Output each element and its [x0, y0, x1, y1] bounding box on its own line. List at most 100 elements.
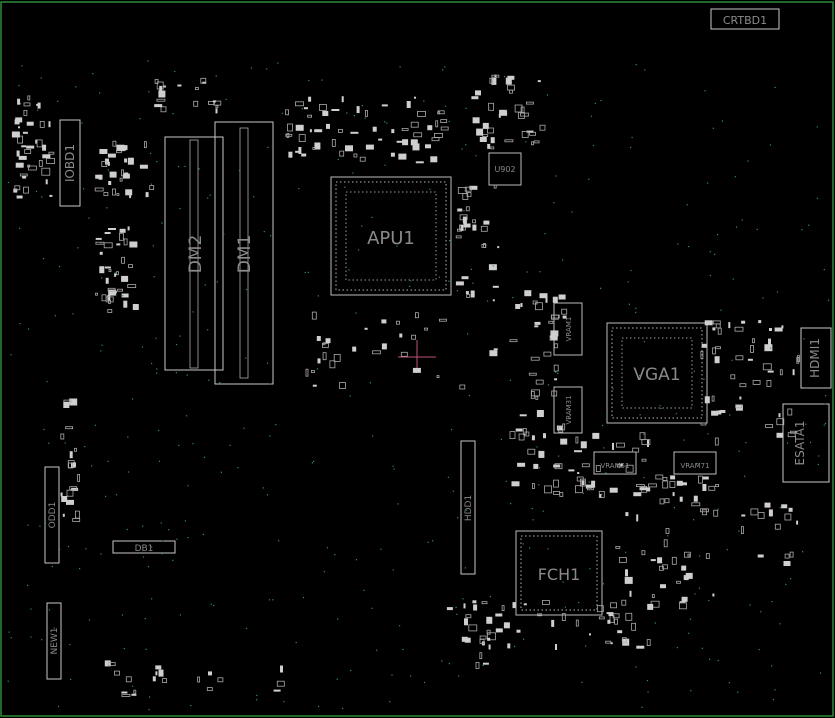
via [156, 161, 158, 163]
smd-part [553, 490, 560, 495]
smd-part [337, 128, 343, 133]
smd-part [535, 379, 544, 385]
via [266, 362, 269, 364]
via [155, 337, 157, 339]
smd-part [764, 502, 771, 508]
smd-part [488, 102, 495, 111]
dimm-slot-dm2[interactable]: DM2 [164, 136, 224, 371]
via [492, 265, 494, 267]
smd-part [121, 275, 129, 282]
connector-hdd1[interactable]: HDD1 [460, 440, 476, 575]
via [704, 90, 706, 92]
smd-part [434, 132, 443, 138]
via [699, 555, 701, 557]
smd-part [24, 149, 32, 154]
smd-part [212, 100, 216, 103]
smd-part [310, 370, 315, 373]
smd-part [119, 228, 126, 233]
via [505, 480, 507, 482]
via [643, 341, 645, 343]
smd-part [127, 157, 134, 165]
smd-part [714, 356, 720, 364]
smd-part [715, 346, 721, 350]
via [372, 435, 374, 437]
chip-vram51[interactable]: VRAM51 [593, 451, 637, 475]
via [262, 487, 264, 489]
via [187, 537, 189, 539]
via [144, 618, 146, 620]
via [269, 435, 271, 437]
smd-part [516, 629, 521, 633]
smd-part [621, 637, 627, 644]
via [549, 338, 551, 340]
via [114, 272, 116, 274]
smd-part [672, 492, 675, 497]
chip-apu1[interactable]: APU1 [330, 176, 452, 296]
chip-vram71[interactable]: VRAM71 [673, 451, 717, 475]
smd-part [69, 451, 73, 459]
smd-part [735, 355, 744, 361]
connector-odd1[interactable]: ODD1 [44, 466, 60, 564]
via [555, 175, 557, 177]
smd-part [331, 138, 336, 147]
smd-part [26, 121, 34, 126]
smd-part [108, 289, 117, 296]
passive-components [11, 74, 800, 697]
smd-part [152, 676, 156, 682]
connector-db1[interactable]: DB1 [112, 540, 176, 554]
via [122, 295, 124, 297]
smd-part [681, 596, 688, 602]
connector-iobd1[interactable]: IOBD1 [59, 119, 81, 207]
smd-part [512, 602, 516, 609]
smd-part [552, 296, 558, 303]
smd-part [108, 181, 112, 185]
chip-u902[interactable]: U902 [488, 152, 522, 186]
via [444, 66, 446, 68]
connector-esata1[interactable]: ESATA1 [782, 403, 830, 483]
smd-part [15, 162, 24, 168]
via [824, 423, 827, 425]
smd-part [99, 266, 105, 274]
smd-part [498, 113, 501, 118]
via [582, 492, 584, 494]
chip-vram31[interactable]: VRAM31 [553, 386, 583, 434]
via [346, 112, 348, 114]
via [216, 281, 218, 283]
smd-part [757, 554, 764, 558]
chip-vram1[interactable]: VRAM1 [553, 302, 583, 356]
via [209, 194, 211, 196]
smd-part [425, 144, 431, 149]
smd-part [475, 90, 481, 96]
smd-part [714, 437, 719, 446]
smd-part [154, 79, 159, 84]
via [458, 675, 460, 677]
smd-part [464, 618, 468, 626]
via [823, 424, 825, 426]
connector-crtbd1[interactable]: CRTBD1 [710, 8, 780, 30]
via [538, 484, 540, 486]
smd-part [610, 642, 613, 645]
via [635, 311, 637, 314]
chip-fch1[interactable]: FCH1 [515, 530, 603, 616]
via [348, 269, 350, 271]
smd-part [105, 277, 109, 284]
via [57, 705, 60, 707]
smd-part [537, 80, 541, 83]
smd-part [659, 565, 664, 571]
via [172, 113, 174, 115]
via [602, 583, 605, 585]
smd-part [116, 193, 120, 196]
via [161, 222, 163, 224]
dimm-slot-dm1[interactable]: DM1 [214, 121, 274, 385]
smd-part [17, 135, 24, 144]
connector-new1[interactable]: NEW1 [46, 602, 62, 680]
via [363, 589, 365, 591]
smd-part [286, 133, 290, 138]
chip-vga1[interactable]: VGA1 [606, 322, 708, 424]
connector-hdmi1[interactable]: HDMI1 [800, 327, 832, 389]
smd-part [16, 150, 20, 157]
via [558, 455, 560, 457]
smd-part [200, 77, 207, 84]
smd-part [739, 396, 742, 400]
smd-part [312, 384, 317, 387]
